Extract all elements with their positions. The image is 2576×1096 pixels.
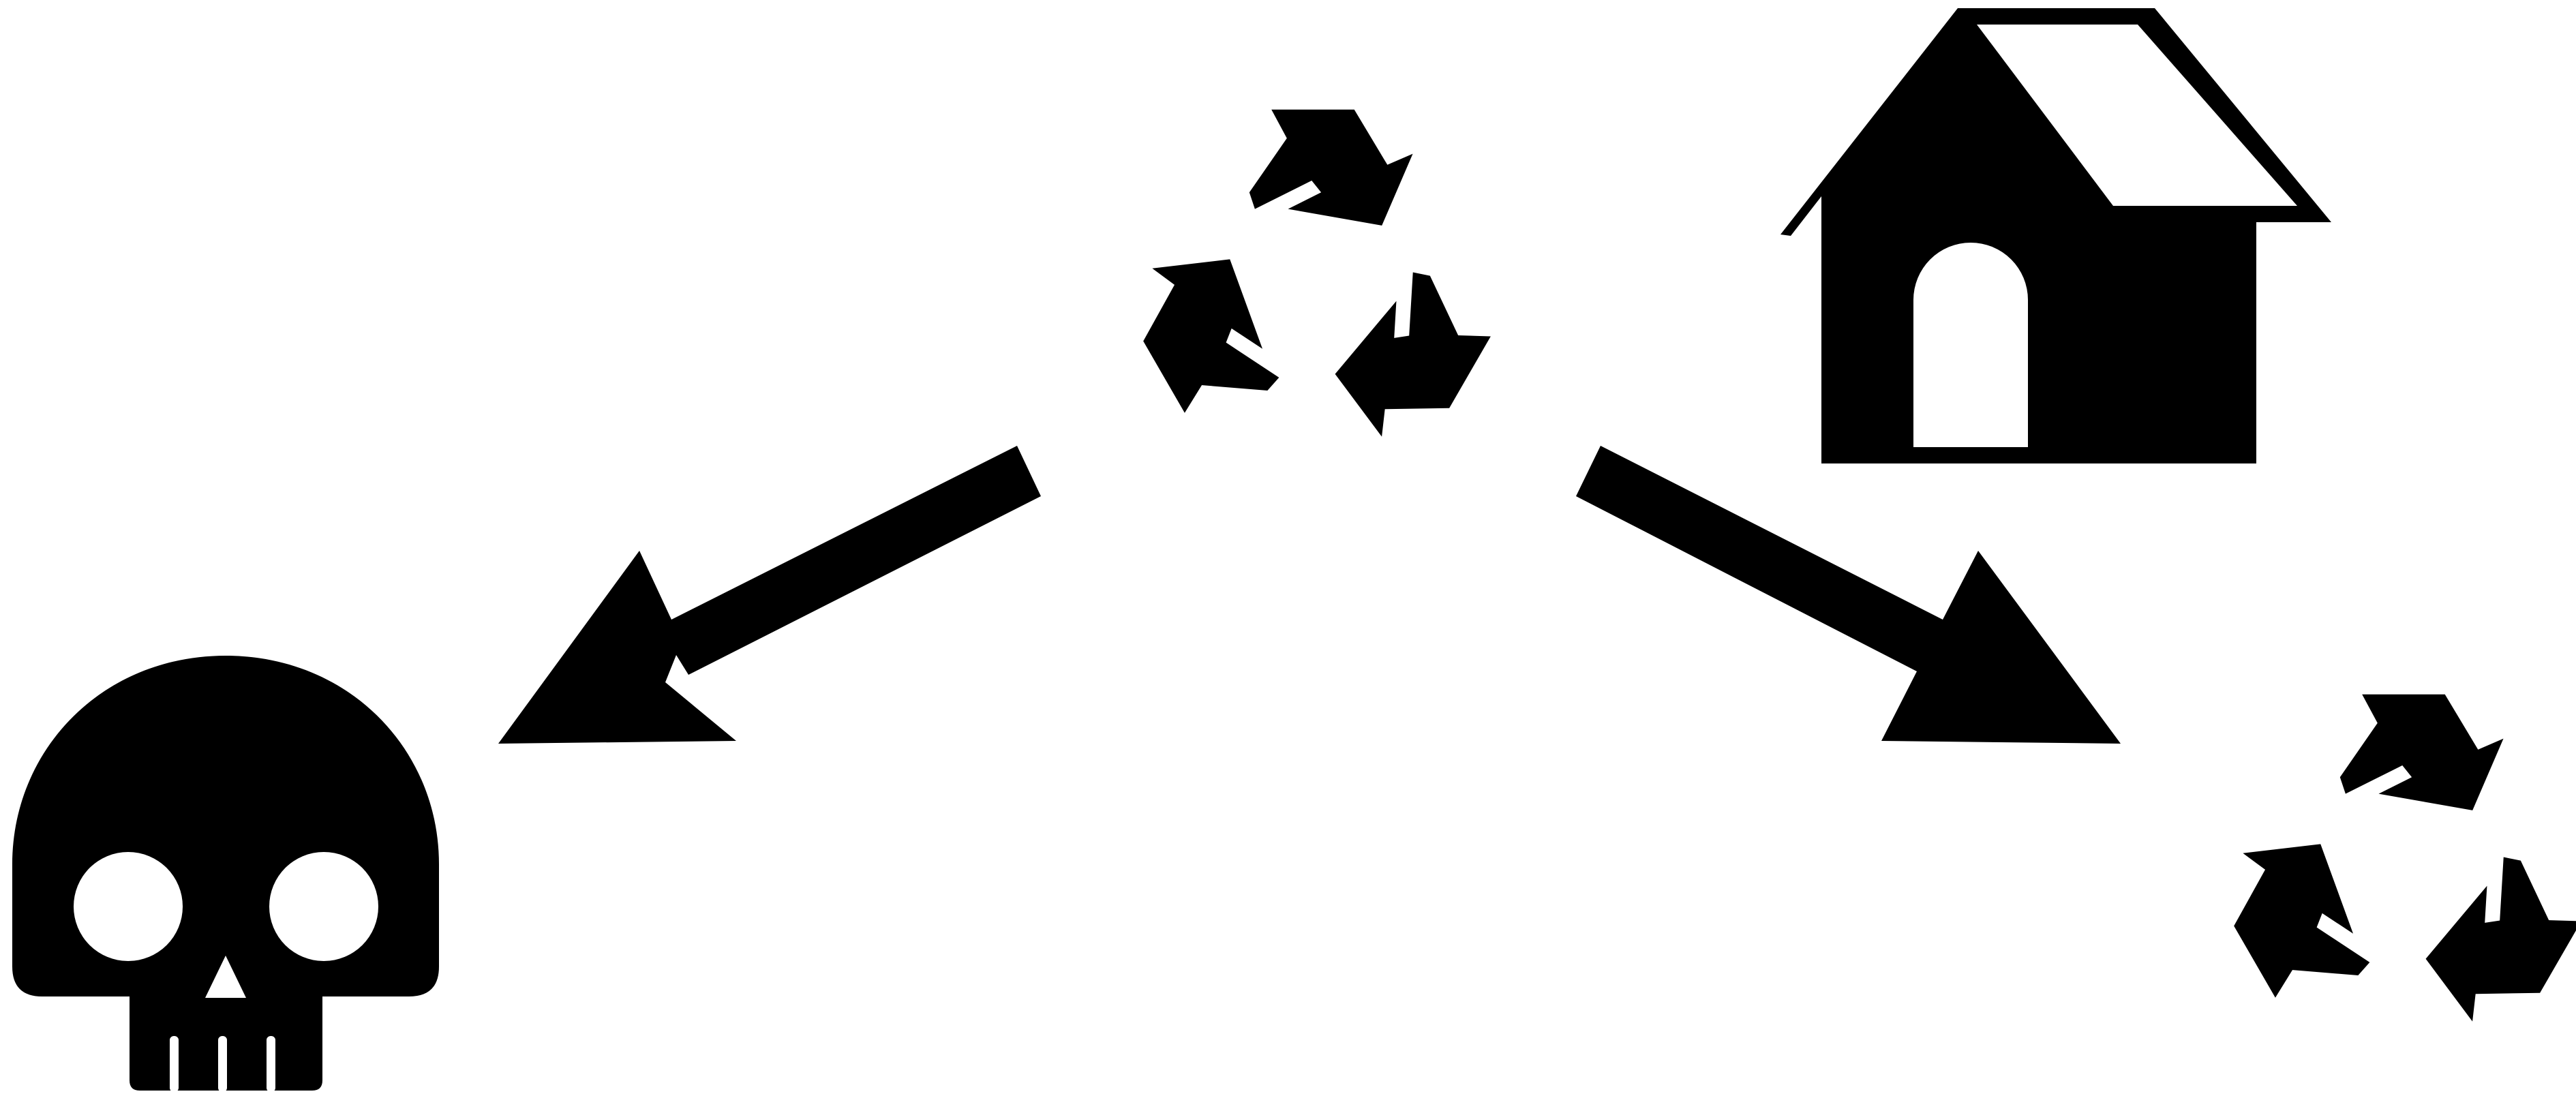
arrow-to-skull <box>498 446 1041 744</box>
recycle-icon-top <box>1114 110 1502 459</box>
arrow-to-recycle <box>1576 446 2121 744</box>
house-icon <box>1781 8 2331 463</box>
recycle-icon-bottom-right <box>2204 695 2576 1044</box>
skull-icon <box>12 656 439 1092</box>
